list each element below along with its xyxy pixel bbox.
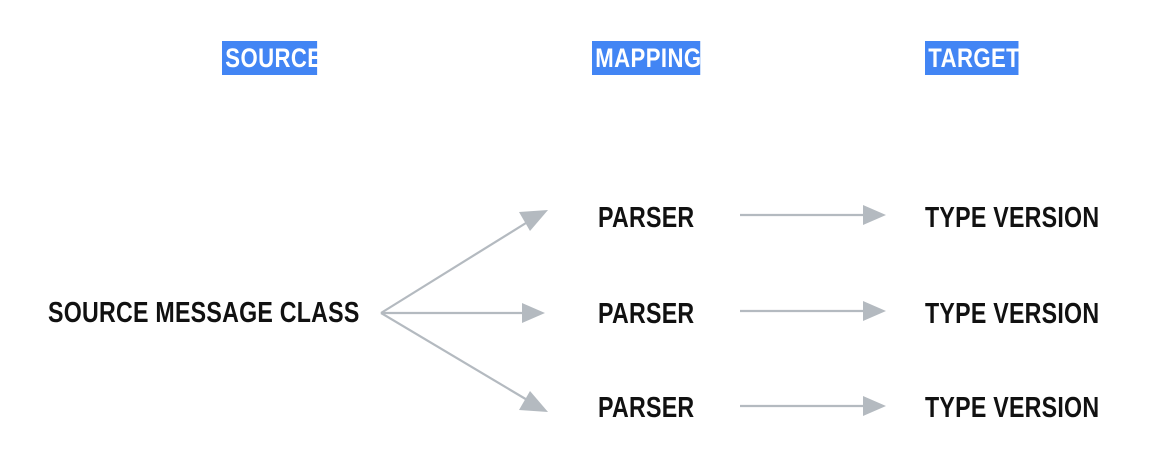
fan-arrow-line-1 [380, 217, 535, 314]
fan-arrow-head-2 [522, 303, 545, 323]
parser-node-2: PARSER [598, 298, 695, 330]
parser-node-3: PARSER [598, 392, 695, 424]
fan-out-arrow-group [380, 210, 548, 412]
column-header-source: SOURCE [222, 41, 322, 75]
fan-arrow-line-3 [380, 312, 535, 405]
fan-arrow-head-3 [519, 391, 548, 412]
type-version-node-2: TYPE VERSION [925, 298, 1100, 330]
type-version-node-3: TYPE VERSION [925, 392, 1100, 424]
parser-node-1: PARSER [598, 202, 695, 234]
mapping-to-target-arrow-group [740, 205, 886, 416]
column-header-mapping: MAPPING [592, 41, 701, 75]
row-arrow-head-2 [863, 301, 886, 321]
type-version-node-1: TYPE VERSION [925, 202, 1100, 234]
column-header-target: TARGET [925, 41, 1020, 75]
fan-arrow-head-1 [519, 210, 548, 231]
source-message-class-label: SOURCE MESSAGE CLASS [48, 297, 360, 329]
row-arrow-head-3 [863, 396, 886, 416]
row-arrow-head-1 [863, 205, 886, 225]
